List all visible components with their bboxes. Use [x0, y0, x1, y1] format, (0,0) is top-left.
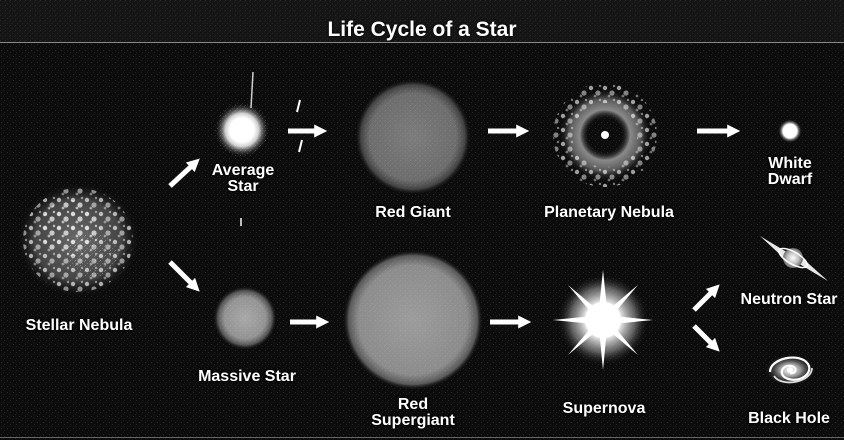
stellar-nebula-image — [16, 182, 140, 298]
label-average-star-line-1: Average — [197, 163, 289, 179]
label-stellar-nebula: Stellar Nebula — [4, 318, 154, 334]
label-red-supergiant: Red Supergiant — [355, 397, 471, 429]
label-planetary-nebula: Planetary Nebula — [530, 205, 688, 221]
massive-star-image — [213, 286, 277, 350]
supernova-image — [553, 270, 653, 370]
label-black-hole: Black Hole — [736, 411, 842, 427]
planetary-nebula-image — [559, 89, 651, 181]
bottom-divider — [0, 437, 844, 438]
label-massive-star: Massive Star — [187, 369, 307, 385]
diagram-title: Life Cycle of a Star — [0, 18, 844, 42]
label-average-star-line-2: Star — [197, 179, 289, 195]
label-red-giant: Red Giant — [355, 205, 471, 221]
red-supergiant-image — [343, 250, 483, 390]
label-supernova: Supernova — [546, 401, 662, 417]
label-white-dwarf: White Dwarf — [752, 156, 828, 188]
label-white-dwarf-line-2: Dwarf — [752, 172, 828, 188]
spiral-galaxy-icon — [764, 354, 816, 386]
label-neutron-star: Neutron Star — [734, 292, 844, 308]
label-white-dwarf-line-1: White — [752, 156, 828, 172]
label-red-supergiant-line-1: Red — [355, 397, 471, 413]
label-average-star: Average Star — [197, 163, 289, 195]
label-red-supergiant-line-2: Supergiant — [355, 413, 471, 429]
white-dwarf-image — [778, 119, 802, 143]
title-divider — [0, 42, 844, 43]
red-giant-image — [355, 79, 471, 195]
